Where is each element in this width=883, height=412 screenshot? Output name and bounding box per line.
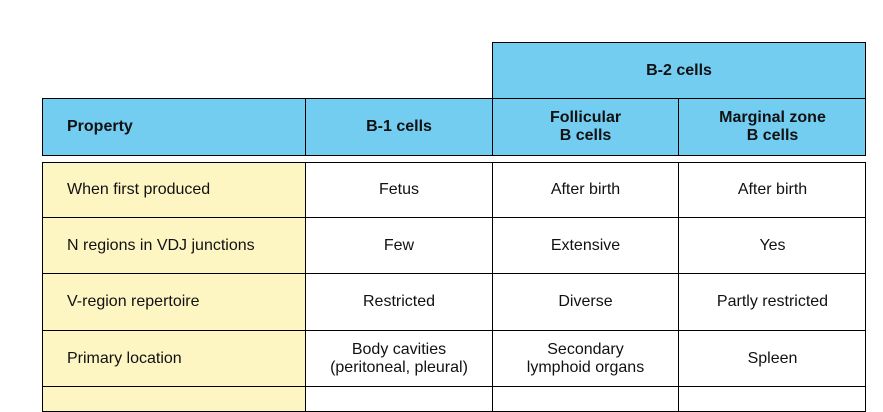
marginal-column: [678, 162, 866, 412]
table-row-1-follicular: After birth: [550, 180, 621, 198]
table-row-4-follicular: Secondary lymphoid organs: [526, 340, 645, 376]
header-divider-3: [678, 98, 679, 156]
b2-group-header-cell: [492, 42, 866, 99]
table-row-1-b1: Fetus: [378, 180, 419, 198]
table-row-4-b1: Body cavities (peritoneal, pleural): [330, 340, 468, 376]
header-marginal-zone-b-cells: Marginal zone B cells: [719, 109, 826, 144]
table-row-2-b1: Few: [383, 236, 415, 254]
property-column: [42, 162, 306, 412]
row-divider: [42, 273, 866, 274]
b2-group-header: B-2 cells: [646, 61, 712, 79]
header-b1-cells: B-1 cells: [366, 118, 432, 135]
row-divider: [42, 386, 866, 387]
header-divider-2: [492, 98, 493, 156]
header-row: [42, 98, 866, 156]
table-row-2-follicular: Extensive: [550, 236, 621, 254]
header-follicular-b-cells: Follicular B cells: [549, 109, 622, 144]
row-divider: [42, 217, 866, 218]
table-row-2-marginal: Yes: [759, 236, 786, 254]
header-divider-1: [305, 98, 306, 156]
table-row-1-property: When first produced: [67, 180, 211, 198]
table-row-2-property: N regions in VDJ junctions: [67, 236, 255, 254]
table-row-3-follicular: Diverse: [558, 293, 613, 310]
table-row-4-marginal: Spleen: [747, 349, 798, 367]
header-property: Property: [67, 118, 133, 135]
table-row-3-property: V-region repertoire: [67, 293, 200, 310]
table-row-1-marginal: After birth: [737, 180, 808, 198]
table-row-3-marginal: Partly restricted: [716, 293, 829, 310]
row-divider: [42, 330, 866, 331]
table-row-4-property: Primary location: [67, 349, 182, 367]
table-row-3-b1: Restricted: [362, 293, 436, 310]
